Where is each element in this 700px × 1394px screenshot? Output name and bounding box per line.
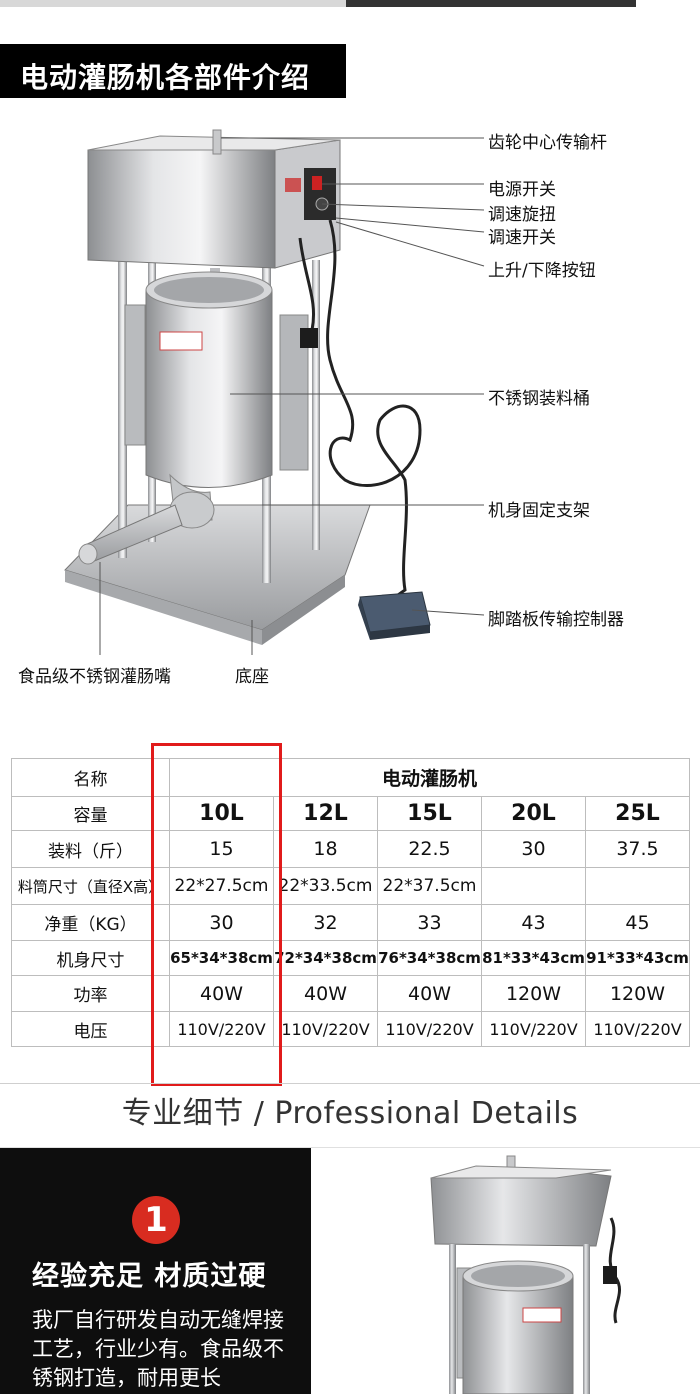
table-cell: 120W xyxy=(585,975,690,1012)
table-cell: 40W xyxy=(169,975,274,1012)
detail-panel xyxy=(0,1148,311,1394)
table-cell: 22.5 xyxy=(377,830,482,868)
top-divider-dark xyxy=(346,0,636,7)
table-row: 名称 电动灌肠机 xyxy=(11,758,690,797)
table-cell: 40W xyxy=(377,975,482,1012)
table-cell: 15 xyxy=(169,830,274,868)
callout-speed-switch: 调速开关 xyxy=(488,228,556,248)
section-divider-bottom xyxy=(0,1147,700,1148)
table-row: 电压 110V/220V 110V/220V 110V/220V 110V/22… xyxy=(11,1011,690,1047)
table-cell: 110V/220V xyxy=(585,1011,690,1047)
row-label: 电压 xyxy=(11,1011,170,1047)
table-cell: 30 xyxy=(169,904,274,941)
table-row: 净重（KG） 30 32 33 43 45 xyxy=(11,904,690,941)
machine-detail-photo xyxy=(430,1155,622,1394)
table-cell: 110V/220V xyxy=(481,1011,586,1047)
table-cell: 22*33.5cm xyxy=(273,867,378,905)
table-row: 装料（斤） 15 18 22.5 30 37.5 xyxy=(11,830,690,868)
table-cell: 45 xyxy=(585,904,690,941)
callout-foot-pedal: 脚踏板传输控制器 xyxy=(488,610,624,630)
table-cell: 15L xyxy=(377,796,482,831)
table-cell: 12L xyxy=(273,796,378,831)
table-cell xyxy=(481,867,586,905)
callout-steel-barrel: 不锈钢装料桶 xyxy=(488,389,590,409)
table-cell: 72*34*38cm xyxy=(273,940,378,976)
row-label: 容量 xyxy=(11,796,170,831)
page-title: 电动灌肠机各部件介绍 xyxy=(20,61,311,94)
table-row: 机身尺寸 65*34*38cm 72*34*38cm 76*34*38cm 81… xyxy=(11,940,690,976)
spec-table: 名称 电动灌肠机 容量 10L 12L 15L 20L 25L 装料（斤） 15… xyxy=(11,758,690,1047)
table-cell: 20L xyxy=(481,796,586,831)
section-divider xyxy=(0,1083,700,1084)
table-cell: 81*33*43cm xyxy=(481,940,586,976)
row-label: 机身尺寸 xyxy=(11,940,170,976)
title-banner xyxy=(0,44,346,98)
table-cell: 65*34*38cm xyxy=(169,940,274,976)
table-cell: 33 xyxy=(377,904,482,941)
table-cell: 76*34*38cm xyxy=(377,940,482,976)
table-cell: 110V/220V xyxy=(169,1011,274,1047)
table-cell: 22*27.5cm xyxy=(169,867,274,905)
table-cell: 18 xyxy=(273,830,378,868)
table-cell: 43 xyxy=(481,904,586,941)
callout-power-switch: 电源开关 xyxy=(488,180,556,200)
detail-title: 经验充足 材质过硬 xyxy=(32,1261,267,1292)
detail-number-badge: 1 xyxy=(132,1196,180,1244)
table-cell: 37.5 xyxy=(585,830,690,868)
callout-up-down-button: 上升/下降按钮 xyxy=(488,261,596,281)
table-cell: 40W xyxy=(273,975,378,1012)
sausage-stuffer-illustration xyxy=(64,129,485,655)
table-cell: 91*33*43cm xyxy=(585,940,690,976)
callout-gear-shaft: 齿轮中心传输杆 xyxy=(488,133,607,153)
table-cell: 110V/220V xyxy=(377,1011,482,1047)
row-label: 装料（斤） xyxy=(11,830,170,868)
callout-speed-knob: 调速旋扭 xyxy=(488,205,556,225)
table-cell: 30 xyxy=(481,830,586,868)
callout-nozzle: 食品级不锈钢灌肠嘴 xyxy=(18,667,171,687)
table-cell: 10L xyxy=(169,796,274,831)
product-name: 电动灌肠机 xyxy=(169,758,690,797)
highlight-frame xyxy=(151,743,282,1086)
detail-body: 我厂自行研发自动无缝焊接工艺，行业少有。食品级不锈钢打造，耐用更长 xyxy=(32,1308,284,1390)
table-cell: 120W xyxy=(481,975,586,1012)
callout-base: 底座 xyxy=(235,667,269,687)
row-label: 料筒尺寸（直径X高） xyxy=(11,867,170,905)
section-title: 专业细节 / Professional Details xyxy=(121,1096,579,1131)
table-row: 功率 40W 40W 40W 120W 120W xyxy=(11,975,690,1012)
name-header: 名称 xyxy=(11,758,170,797)
table-row: 容量 10L 12L 15L 20L 25L xyxy=(11,796,690,831)
table-cell: 22*37.5cm xyxy=(377,867,482,905)
table-cell: 32 xyxy=(273,904,378,941)
table-cell xyxy=(585,867,690,905)
row-label: 功率 xyxy=(11,975,170,1012)
row-label: 净重（KG） xyxy=(11,904,170,941)
callout-frame-bracket: 机身固定支架 xyxy=(488,501,590,521)
top-divider-light xyxy=(0,0,346,7)
table-cell: 110V/220V xyxy=(273,1011,378,1047)
table-cell: 25L xyxy=(585,796,690,831)
table-row: 料筒尺寸（直径X高） 22*27.5cm 22*33.5cm 22*37.5cm xyxy=(11,867,690,905)
